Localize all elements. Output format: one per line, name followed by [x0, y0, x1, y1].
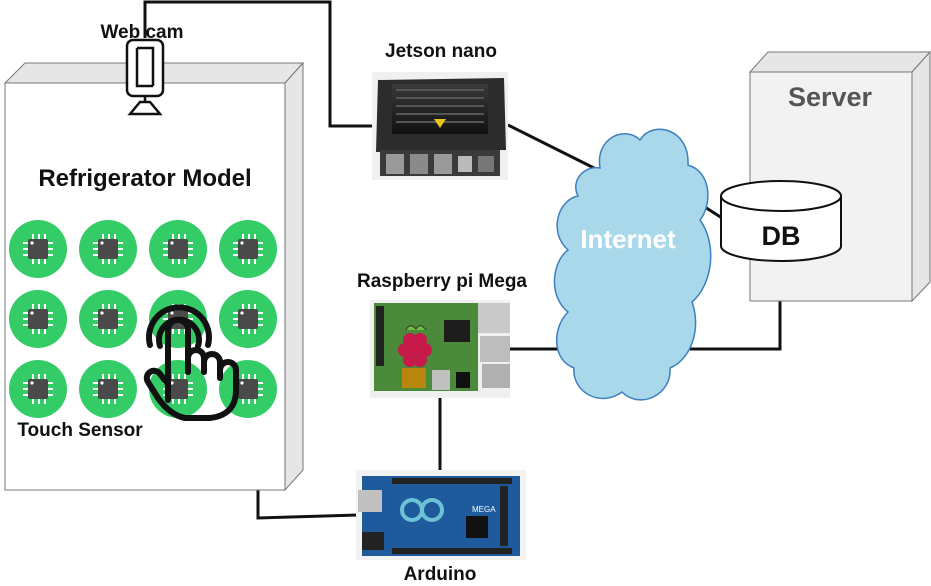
touch-sensor-chip-icon: [79, 360, 137, 418]
server-side-face: [911, 50, 931, 303]
touch-sensor-chip-icon: [79, 220, 137, 278]
server-box: Server: [748, 50, 931, 303]
db-label: DB: [762, 221, 801, 251]
webcam-label: Web cam: [100, 22, 183, 43]
jetson-nano-board-icon: [372, 72, 508, 180]
arduino-board-icon: MEGA: [356, 470, 526, 560]
touch-sensor-chip-icon: [149, 220, 207, 278]
raspberry-pi-board-icon: [370, 300, 510, 398]
touch-sensor-chip-icon: [79, 290, 137, 348]
internet-label: Internet: [580, 224, 676, 254]
database-cylinder: DB: [720, 180, 842, 262]
raspberry-label: Raspberry pi Mega: [357, 271, 527, 292]
internet-cloud-shape: [553, 128, 712, 401]
touch-sensor-chip-icon: [219, 220, 277, 278]
refrigerator-title: Refrigerator Model: [38, 165, 251, 192]
arduino-label: Arduino: [404, 564, 477, 585]
refrigerator-side-face: [284, 61, 304, 492]
server-label: Server: [788, 82, 873, 112]
jetson-to-internet-line: [507, 123, 599, 172]
touch-sensor-chip-icon: [9, 360, 67, 418]
arduino-board-text: MEGA: [472, 505, 496, 514]
webcam-to-jetson-line: [143, 0, 378, 128]
touch-sensor-chip-icon: [9, 220, 67, 278]
server-top-face: [748, 51, 931, 73]
touch-hand-icon: [143, 304, 239, 421]
touch-sensor-chip-icon: [9, 290, 67, 348]
touch-sensor-chip-icon: [219, 290, 277, 348]
jetson-label: Jetson nano: [385, 41, 497, 62]
raspberry-logo-icon: [398, 325, 432, 367]
refrigerator-front-face: [4, 82, 286, 491]
webcam-icon: [125, 38, 165, 116]
touch-sensor-label: Touch Sensor: [17, 420, 143, 441]
internet-cloud: Internet: [553, 128, 712, 401]
refrigerator-model-box: Refrigerator Model: [3, 61, 305, 492]
